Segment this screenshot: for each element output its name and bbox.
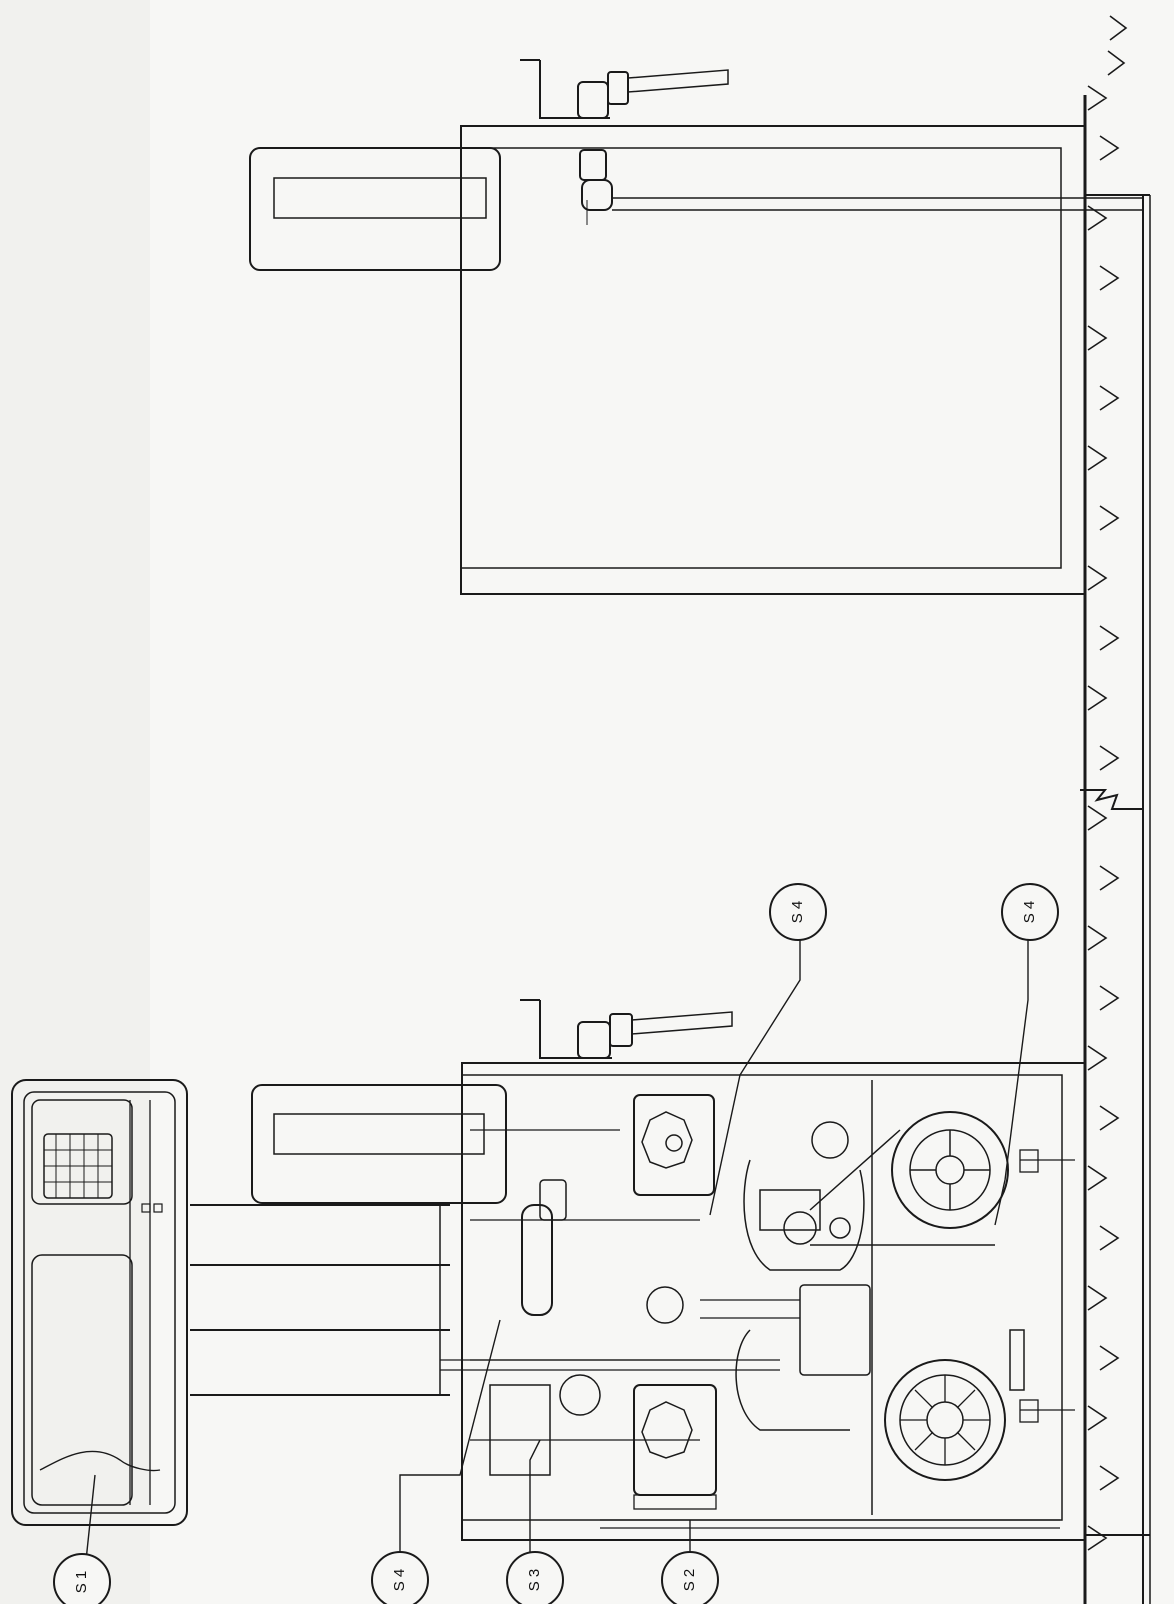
left-cabinet [11,1079,188,1526]
svg-text:S 4: S 4 [1021,901,1038,924]
callout-s1: S 1 [53,1553,111,1604]
upper-unit-frame [249,59,1143,595]
callout-s3: S 3 [506,1551,564,1604]
svg-text:S 2: S 2 [681,1569,698,1592]
lower-unit-frame [190,999,1086,1541]
svg-text:S 4: S 4 [391,1569,408,1592]
svg-text:S 1: S 1 [73,1571,90,1594]
svg-text:S 4: S 4 [789,901,806,924]
callout-s2: S 2 [661,1551,719,1604]
callout-s4-bottom: S 4 [371,1551,429,1604]
svg-text:S 3: S 3 [526,1569,543,1592]
callout-s4-upper: S 4 [769,883,827,941]
callout-s4-right: S 4 [1001,883,1059,941]
